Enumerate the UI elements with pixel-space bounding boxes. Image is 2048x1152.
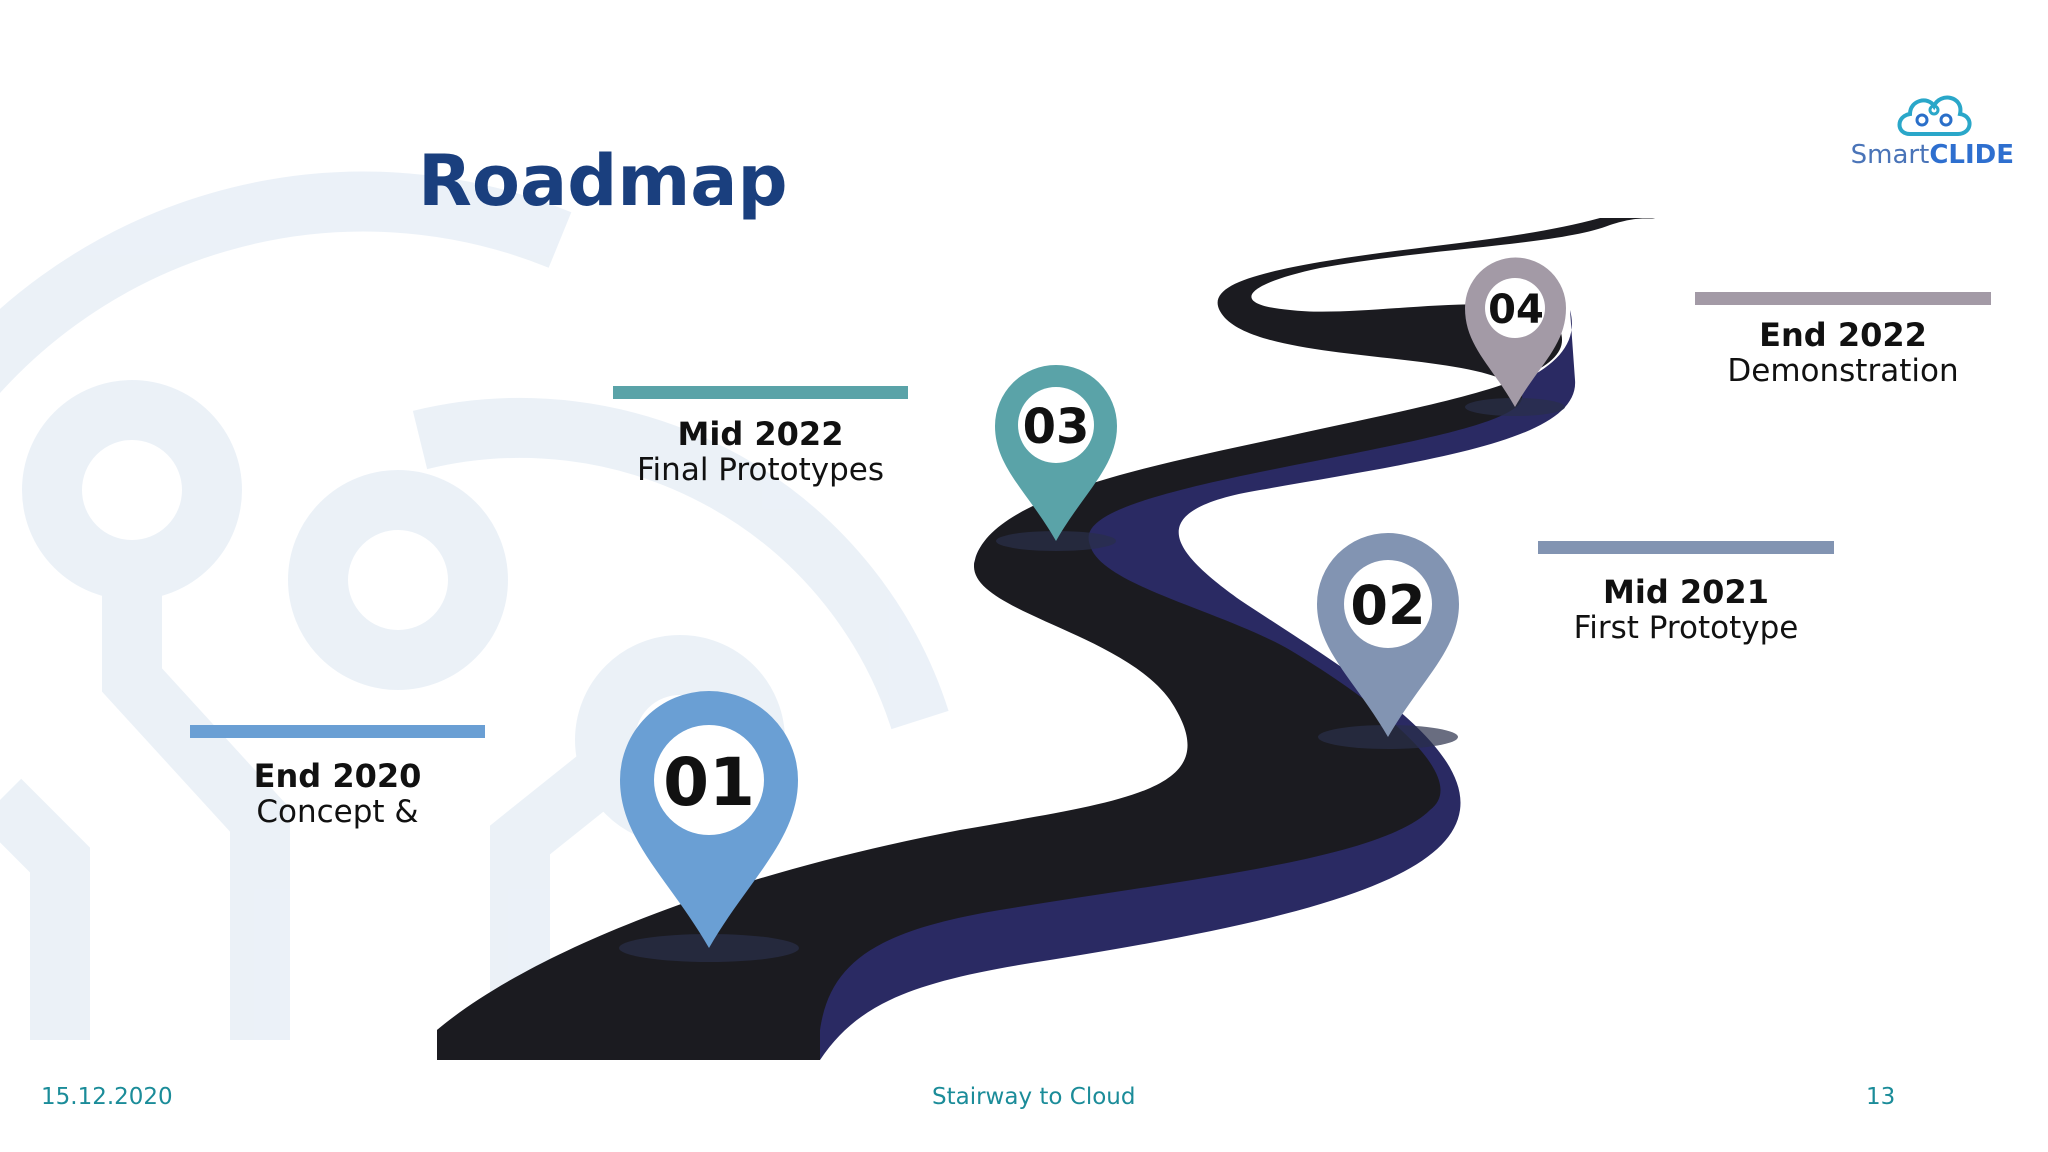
footer-date: 15.12.2020 — [41, 1084, 173, 1110]
pin-04-number: 04 — [1488, 287, 1544, 333]
milestone-04-when: End 2022 — [1759, 316, 1927, 354]
milestone-02-label: Mid 2021 First Prototype — [1538, 574, 1834, 646]
milestone-03-label: Mid 2022 Final Prototypes — [613, 416, 908, 488]
logo-text-clide: CLIDE — [1929, 140, 2014, 170]
milestone-04-what: Demonstration — [1727, 353, 1959, 389]
road-edge — [437, 310, 1576, 1060]
milestone-04-label: End 2022 Demonstration — [1695, 317, 1991, 389]
pin-01: 01 — [620, 691, 798, 948]
logo-text-smart: Smart — [1850, 140, 1930, 170]
page-number: 13 — [1866, 1084, 1896, 1110]
milestone-03-when: Mid 2022 — [677, 415, 844, 453]
milestone-04-bar — [1695, 292, 1991, 305]
milestone-01-when: End 2020 — [253, 757, 422, 795]
milestone-02-what: First Prototype — [1573, 610, 1799, 646]
logo-text: SmartCLIDE — [1851, 140, 2014, 170]
milestone-02-when: Mid 2021 — [1603, 573, 1769, 611]
milestone-02-bar — [1538, 541, 1834, 554]
page-title: Roadmap — [418, 140, 788, 222]
cloud-circuit-icon — [1894, 88, 1974, 144]
pin-02: 02 — [1317, 533, 1459, 737]
footer-title: Stairway to Cloud — [932, 1084, 1136, 1110]
milestone-01-label: End 2020 Concept & — [190, 758, 485, 830]
pin-03-number: 03 — [1023, 399, 1090, 455]
pin-01-number: 01 — [663, 744, 755, 821]
pin-02-number: 02 — [1350, 574, 1425, 637]
milestone-01-bar — [190, 725, 485, 738]
road-surface — [437, 218, 1655, 1060]
milestone-03-bar — [613, 386, 908, 399]
pin-03: 03 — [995, 365, 1117, 541]
milestone-01-what: Concept & — [256, 794, 419, 830]
pin-04: 04 — [1465, 257, 1566, 407]
milestone-03-what: Final Prototypes — [636, 452, 884, 488]
